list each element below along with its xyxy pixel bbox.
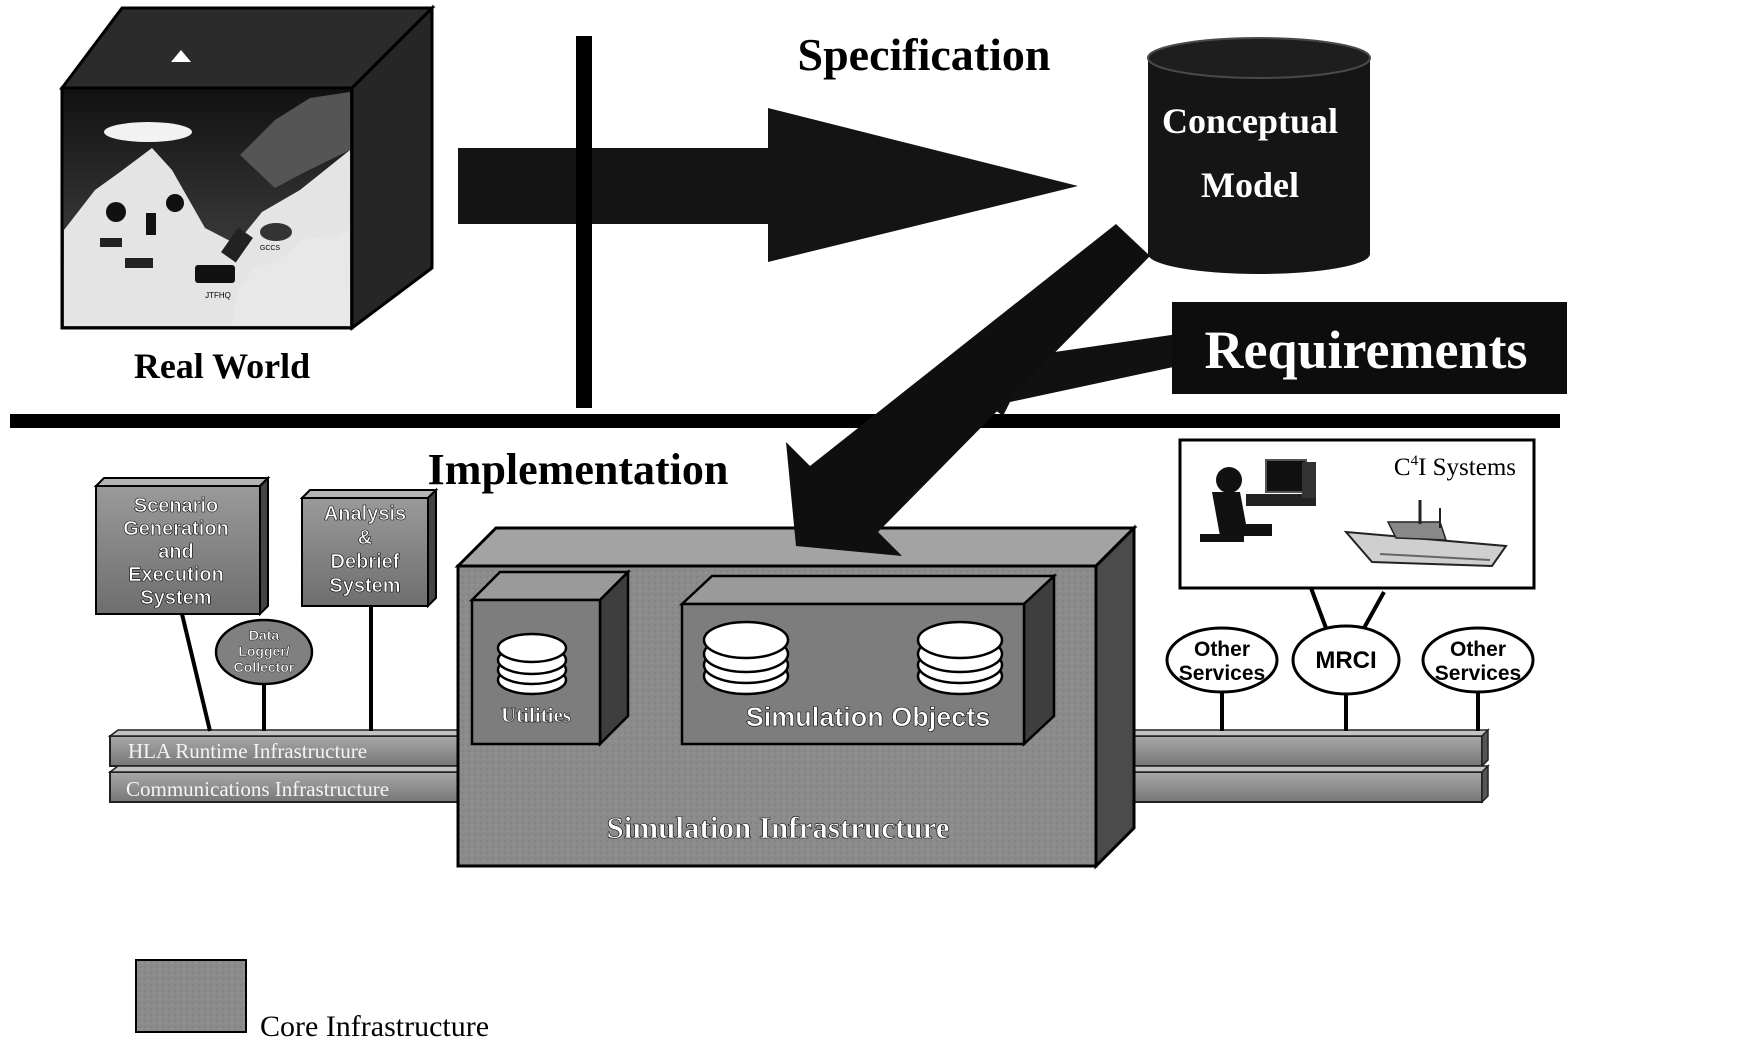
utilities-disk-stack: [496, 632, 568, 696]
analysis-line-4: System: [329, 575, 400, 597]
analysis-line-1: Analysis: [324, 503, 406, 525]
other-services-left-ellipse: Other Services: [1165, 626, 1279, 694]
other-services-right-line-2: Services: [1435, 662, 1521, 685]
c4i-systems-box: [1178, 438, 1536, 590]
specification-arrow: [458, 108, 1078, 262]
real-world-cube: JTFHQ GCCS: [59, 4, 436, 331]
scenario-generation-box: Scenario Generation and Execution System: [93, 475, 271, 617]
scenario-line-4: Execution: [128, 564, 224, 586]
simulation-infrastructure-label: Simulation Infrastructure: [606, 810, 949, 845]
jtfhq-label: JTFHQ: [205, 291, 231, 300]
utilities-label: Utilities: [501, 703, 571, 727]
real-world-label: Real World: [134, 346, 310, 386]
requirements-label: Requirements: [1205, 320, 1528, 380]
simulation-objects-disk-stack-left: [702, 620, 790, 696]
mrci-ellipse: MRCI: [1291, 624, 1401, 696]
c4i-systems-label: C4I Systems: [1394, 453, 1516, 481]
horizontal-divider: [10, 414, 1560, 428]
other-services-left-line-2: Services: [1179, 662, 1265, 685]
legend-swatch: [135, 959, 247, 1033]
scenario-line-5: System: [140, 587, 211, 609]
conceptual-model-cylinder: [1147, 37, 1371, 274]
scenario-line-2: Generation: [123, 518, 229, 540]
requirements-box: [1172, 302, 1567, 394]
data-logger-line-1: Data: [249, 627, 280, 643]
scenario-line-3: and: [158, 541, 194, 563]
simulation-objects-label: Simulation Objects: [746, 702, 991, 732]
conceptual-model-line1: Conceptual: [1162, 101, 1338, 141]
hla-runtime-label: HLA Runtime Infrastructure: [128, 739, 367, 763]
conceptual-model-line2: Model: [1201, 165, 1299, 205]
analysis-debrief-box: Analysis & Debrief System: [299, 487, 439, 609]
scenario-line-1: Scenario: [134, 495, 218, 517]
other-services-right-ellipse: Other Services: [1421, 626, 1535, 694]
analysis-line-2: &: [358, 527, 372, 549]
simulation-objects-disk-stack-right: [916, 620, 1004, 696]
other-services-left-line-1: Other: [1194, 638, 1250, 661]
data-logger-line-2: Logger/: [238, 643, 289, 659]
mrci-label: MRCI: [1315, 647, 1376, 674]
implementation-label: Implementation: [428, 445, 729, 494]
communications-label: Communications Infrastructure: [126, 777, 389, 801]
other-services-right-line-1: Other: [1450, 638, 1506, 661]
requirements-arrow: [972, 334, 1178, 416]
data-logger-line-3: Collector: [234, 659, 295, 675]
data-logger-ellipse: Data Logger/ Collector: [214, 618, 314, 686]
specification-label: Specification: [798, 29, 1051, 80]
analysis-line-3: Debrief: [331, 551, 400, 573]
legend-label: Core Infrastructure: [260, 1010, 489, 1043]
implementation-arrow: [786, 224, 1150, 556]
gccs-label: GCCS: [260, 245, 281, 252]
